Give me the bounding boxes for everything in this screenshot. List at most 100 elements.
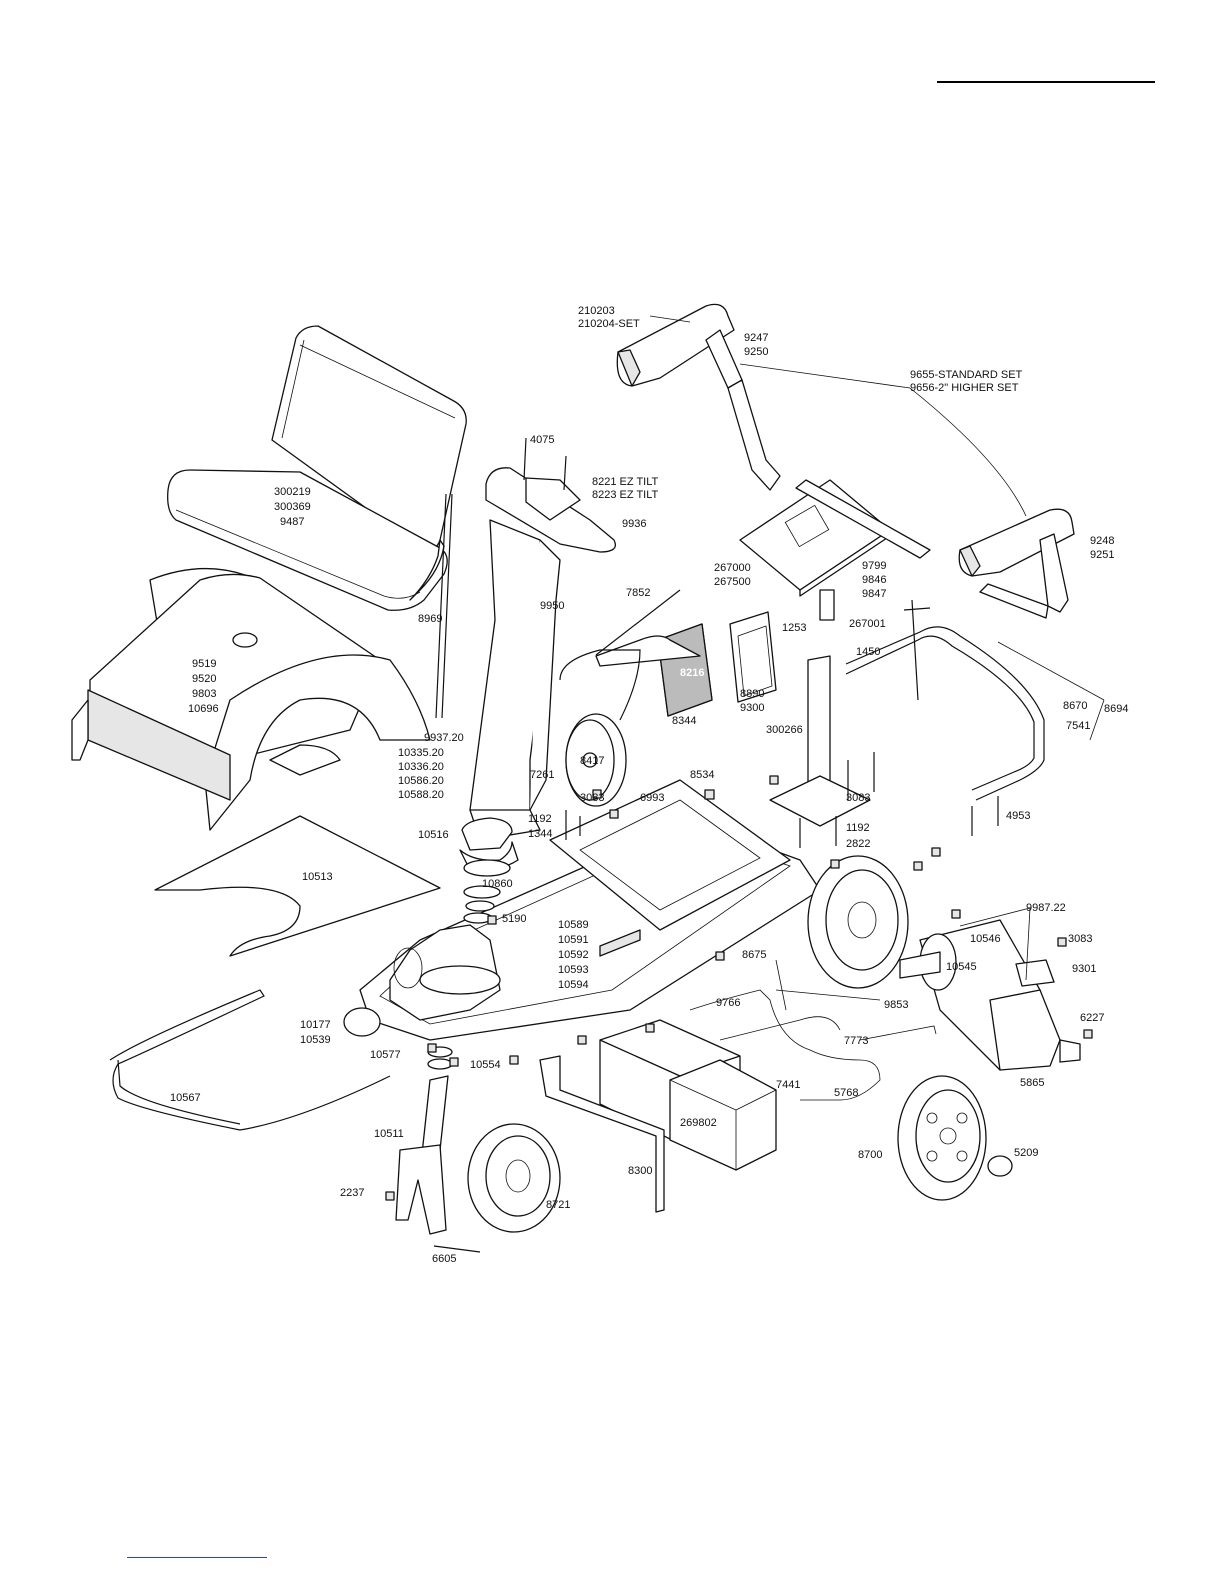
label-10177: 10177 <box>300 1019 331 1031</box>
label-10860: 10860 <box>482 878 513 890</box>
left-armrest <box>616 303 781 491</box>
label-8534: 8534 <box>690 769 714 781</box>
label-269802: 269802 <box>680 1117 717 1129</box>
label-10336: 10336.20 <box>398 761 444 773</box>
floor-mat <box>154 815 441 957</box>
label-1192-a: 1192 <box>528 813 552 825</box>
label-210204: 210204-SET <box>578 318 640 330</box>
label-10567: 10567 <box>170 1092 201 1104</box>
label-6605: 6605 <box>432 1253 456 1265</box>
front-motor <box>559 649 641 807</box>
rear-shroud <box>71 567 431 831</box>
label-4953: 4953 <box>1006 810 1030 822</box>
label-8670: 8670 <box>1063 700 1087 712</box>
label-9301: 9301 <box>1072 963 1096 975</box>
wiring-harness <box>689 959 937 1101</box>
label-9656: 9656-2" HIGHER SET <box>910 382 1019 394</box>
label-7541: 7541 <box>1066 720 1090 732</box>
right-armrest <box>958 508 1075 619</box>
label-10589: 10589 <box>558 919 589 931</box>
label-210203: 210203 <box>578 305 615 317</box>
label-6227: 6227 <box>1080 1012 1104 1024</box>
label-8969: 8969 <box>418 613 442 625</box>
rear-frame-tubes <box>769 599 1045 827</box>
label-9766: 9766 <box>716 997 740 1009</box>
label-8700: 8700 <box>858 1149 882 1161</box>
label-8417: 8417 <box>580 755 604 767</box>
rear-wheel-left <box>807 855 909 989</box>
label-10577: 10577 <box>370 1049 401 1061</box>
label-9950: 9950 <box>540 600 564 612</box>
label-9847: 9847 <box>862 588 886 600</box>
label-10335: 10335.20 <box>398 747 444 759</box>
front-fork <box>395 1046 453 1235</box>
label-10586: 10586.20 <box>398 775 444 787</box>
label-9937: 9937.20 <box>424 732 464 744</box>
label-9853: 9853 <box>884 999 908 1011</box>
label-9300: 9300 <box>740 702 764 714</box>
tiller <box>435 437 617 841</box>
hardware <box>385 752 1093 1201</box>
batteries <box>539 1019 777 1213</box>
label-300369: 300369 <box>274 501 311 513</box>
label-9487: 9487 <box>280 516 304 528</box>
label-9987: 9987.22 <box>1026 902 1066 914</box>
label-8216: 8216 <box>680 667 704 679</box>
seat <box>167 325 467 611</box>
label-10516: 10516 <box>418 829 449 841</box>
label-1344: 1344 <box>528 828 552 840</box>
label-7773: 7773 <box>844 1035 868 1047</box>
label-10545: 10545 <box>946 961 977 973</box>
label-8890: 8890 <box>740 688 764 700</box>
label-9520: 9520 <box>192 673 216 685</box>
label-10511: 10511 <box>374 1128 404 1140</box>
label-10554: 10554 <box>470 1059 501 1071</box>
front-trim <box>109 989 391 1131</box>
label-9248: 9248 <box>1090 535 1114 547</box>
label-10594: 10594 <box>558 979 589 991</box>
footer-link-rule <box>127 1557 267 1558</box>
transaxle-motor <box>899 919 1081 1071</box>
label-3083-a: 3083 <box>580 792 604 804</box>
label-300219: 300219 <box>274 486 311 498</box>
rear-wheel-right <box>897 1075 1013 1201</box>
label-10593: 10593 <box>558 964 589 976</box>
label-8300: 8300 <box>628 1165 652 1177</box>
label-8221: 8221 EZ TILT <box>592 476 659 488</box>
label-1253: 1253 <box>782 622 806 634</box>
label-5209: 5209 <box>1014 1147 1038 1159</box>
label-6993: 6993 <box>640 792 664 804</box>
label-9655: 9655-STANDARD SET <box>910 369 1023 381</box>
label-8344: 8344 <box>672 715 696 727</box>
label-2237: 2237 <box>340 1187 364 1199</box>
label-9799: 9799 <box>862 560 886 572</box>
front-wheel <box>433 1123 561 1253</box>
label-10539: 10539 <box>300 1034 331 1046</box>
label-10513: 10513 <box>302 871 333 883</box>
label-267000: 267000 <box>714 562 751 574</box>
label-8675: 8675 <box>742 949 766 961</box>
label-4075: 4075 <box>530 434 554 446</box>
label-9846: 9846 <box>862 574 886 586</box>
label-8223: 8223 EZ TILT <box>592 489 659 501</box>
label-7261: 7261 <box>530 769 554 781</box>
label-2822: 2822 <box>846 838 870 850</box>
label-3083-b: 3083 <box>846 792 870 804</box>
label-300266: 300266 <box>766 724 803 736</box>
label-267500: 267500 <box>714 576 751 588</box>
label-10591: 10591 <box>558 934 589 946</box>
label-5768: 5768 <box>834 1087 858 1099</box>
label-9251: 9251 <box>1090 549 1114 561</box>
label-7441: 7441 <box>776 1079 800 1091</box>
label-9519: 9519 <box>192 658 216 670</box>
leader-lines <box>649 315 1105 1001</box>
label-10696: 10696 <box>188 703 219 715</box>
label-9247: 9247 <box>744 332 768 344</box>
label-1192-b: 1192 <box>846 822 870 834</box>
label-267001: 267001 <box>849 618 886 630</box>
label-5190: 5190 <box>502 913 526 925</box>
label-9936: 9936 <box>622 518 646 530</box>
seat-plate <box>739 479 931 621</box>
steering-boot <box>459 817 519 924</box>
